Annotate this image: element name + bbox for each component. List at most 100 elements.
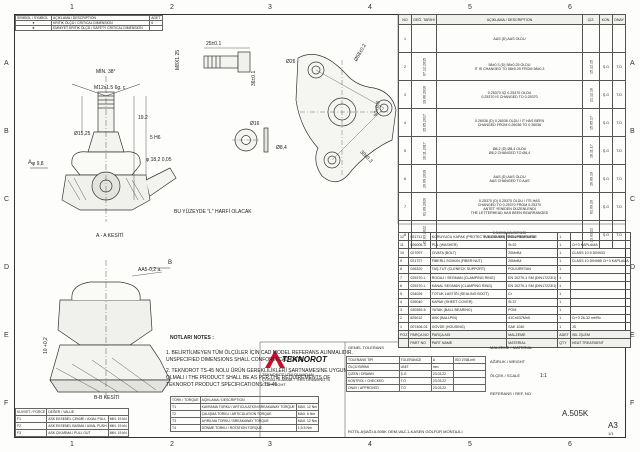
bom-row-cell: 1: [557, 231, 571, 242]
bom-row-cell: 4: [397, 297, 410, 307]
bolt-view: [203, 47, 251, 73]
revision-row-cell: Ş.G: [599, 192, 613, 221]
torque-row-cell: MAX. 12 Nm: [295, 417, 320, 425]
titleblock-field-row-cell: A: [430, 356, 454, 364]
titleblock-field-row-cell: 23.03.22: [430, 370, 454, 378]
rev-header-desc: AÇIKLAMA / DESCRIPTION: [436, 14, 583, 25]
zone-bottom-2: 2: [170, 441, 174, 448]
force-row-cell: MIN. 19 kN: [107, 415, 129, 423]
revision-row-cell: 10.11.2017: [411, 136, 437, 165]
bom-row-cell: 1: [557, 313, 571, 324]
dim-m8: M8X1.25: [175, 49, 181, 70]
bom-footer-partname: PARÇA ADI: [429, 330, 508, 340]
revision-row-cell: 16.11.17: [582, 136, 600, 165]
revision-row-cell: Ş.G: [599, 80, 613, 109]
general-tolerance-label: GENEL TOLERANS: [348, 345, 384, 350]
revision-row-cell: T.O: [612, 108, 626, 137]
bom-row-cell: KANAL SEGMAN (CLAMPING RING): [429, 281, 508, 291]
surface-note: BU YÜZEYDE "L" HARFİ OLACAK: [174, 209, 252, 215]
titleblock-field-row-cell: ISO 2768-mK: [452, 356, 487, 364]
revision-row-cell: T.O: [612, 192, 626, 221]
zone-right-f: F: [630, 400, 635, 407]
bom-row-cell: TOTUK LASTİĞİ (SEALING BOOT): [429, 289, 508, 299]
notes-title: NOTLAR/ NOTES :: [170, 335, 214, 341]
revision-row-cell: 0.25370 (D) 0.25370 OLDU / ITS HAS CHANG…: [436, 192, 583, 221]
bom-row-cell: [569, 272, 631, 283]
dim-5-h6: 5 H6: [150, 135, 161, 141]
bom-footer-heat: ISIL İŞLEM: [569, 330, 631, 340]
force-row-cell: F2: [14, 422, 48, 430]
bom-footer-en-pos: [397, 338, 410, 348]
bom-row-cell: 025040: [408, 297, 431, 307]
zone-top-3: 3: [268, 4, 272, 11]
bom-row-cell: 20MnB4: [506, 256, 559, 266]
bom-row-cell: 9: [397, 256, 410, 266]
revision-row-cell: 01.09.2020: [411, 192, 437, 221]
bom-footer-en-partname: PART NAME: [429, 338, 508, 348]
zone-left-d: D: [4, 264, 10, 271]
washer-view: [232, 127, 269, 153]
torque-row-cell: MAX. 12 Nm: [295, 403, 320, 411]
bom-row-cell: PUL (WASHER): [429, 240, 508, 250]
zone-left-c: C: [4, 196, 10, 203]
torque-row-cell: T1: [170, 403, 201, 411]
dim-16: Ø16: [250, 121, 260, 127]
zone-bottom-6: 6: [568, 441, 572, 448]
dim-10: 10 +0,2: [43, 337, 49, 354]
bom-row-cell: ROGAJ / SEGMAN (CLAMPING RING): [429, 272, 508, 283]
scale-label: ÖLÇEK / SCALE: [490, 373, 521, 378]
bom-row-cell: 025370-L: [408, 281, 431, 291]
zone-right-c: C: [630, 196, 636, 203]
flange-top-view: [295, 54, 397, 183]
revision-row-cell: Ş.G: [599, 164, 613, 193]
torque-row-cell: T3: [170, 417, 201, 425]
dim-phi-18-2: φ 18,2 0,05: [146, 157, 172, 163]
force-row-cell: MIN. 19 kN: [107, 422, 129, 430]
revision-row-cell: 19.06.2016: [411, 80, 437, 109]
bom-row-cell: 20MnB4: [506, 248, 559, 258]
part-description: ROTİL AŞAĞI A.505K OEM-VAZ-1-KASEN GÖLFÜ…: [348, 429, 463, 434]
force-row-cell: ASK EKSENEL ÇEKME / AXIAL PULL: [46, 415, 109, 423]
material-label: MALZEME / MATERIAL: [490, 345, 533, 350]
titleblock-field-row-cell: T.O: [398, 377, 432, 385]
zone-bottom-4: 4: [368, 441, 372, 448]
bom-footer-pos: POZ: [397, 330, 410, 340]
revision-row-cell: 20.09.2019: [411, 164, 437, 193]
ball-joint-section-bb: [49, 260, 171, 400]
bom-row-cell: 007408-01: [408, 322, 431, 332]
bom-row-cell: 7: [397, 272, 410, 283]
note-2: 2. TEKNOROT TS-45 NOLU ÜRÜN GEREKLİLİKLE…: [166, 368, 348, 388]
force-row-cell: F1: [14, 415, 48, 423]
bom-row-cell: GÖVDE (HOUSING): [429, 322, 508, 332]
revision-row-cell: AAS (D) AAS OLDU AAS CHANGED TO AAS: [436, 164, 583, 193]
dim-min-angle: MİN. 38°: [96, 69, 116, 75]
torque-row-cell: MAX. 6 Nm: [295, 410, 320, 418]
zone-bottom-3: 3: [268, 441, 272, 448]
bom-row-cell: CIVATA (BOLT): [429, 248, 508, 258]
bom-row-cell: 030359-6: [408, 305, 431, 315]
titleblock-field-row-cell: TOLERANS TİPİ: [346, 356, 400, 364]
bom-row-cell: 10: [397, 248, 410, 258]
bom-row-cell: Cr+3 26-32 mHRc: [569, 313, 631, 324]
titleblock-field-row-cell: mm: [430, 363, 454, 371]
sheet-number: 1/1: [608, 431, 614, 436]
revision-row-cell: Ş.G: [599, 136, 613, 165]
bom-row-cell: [569, 264, 631, 274]
rev-header-checked: KON.: [599, 14, 613, 25]
force-row-cell: ASK EKSENEL BASMA / AXIAL PUSH: [46, 422, 109, 430]
force-header-value: DEĞER / VALUE: [46, 408, 129, 416]
zone-bottom-1: 1: [70, 441, 74, 448]
zone-bottom-5: 5: [468, 441, 472, 448]
titleblock-field-row-cell: 23.03.22: [430, 377, 454, 385]
bom-row-cell: YATAK (BALL BEARING): [429, 305, 508, 315]
bom-row-cell: 12: [397, 231, 410, 242]
bom-row-cell: 1: [557, 305, 571, 315]
torque-row-cell: AYIRILMA TORKU / BREAKAWAY TORQUE: [199, 417, 297, 425]
